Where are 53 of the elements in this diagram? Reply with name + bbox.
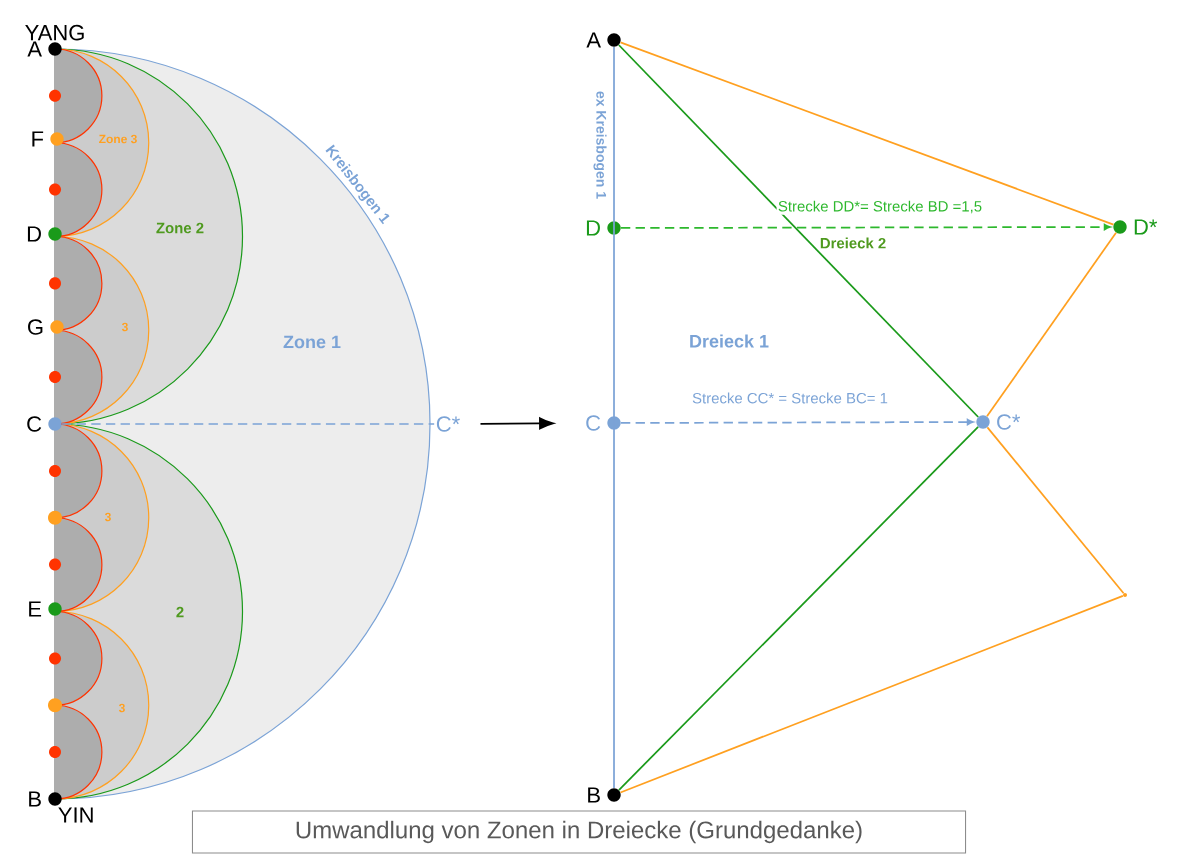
arrow [620,223,1111,231]
node-label: A [27,41,42,57]
labeled-point: D* [1113,219,1158,235]
node-label: E [29,601,42,617]
node-label: D* [1134,219,1158,235]
zone-label: Dreieck 1 [690,334,769,348]
caption-box: Umwandlung von Zonen in Dreiecke (Grundgedanke) [191,810,967,854]
point-label: C* [436,416,460,432]
node-label: YIN [58,807,93,823]
labeled-point: F [32,131,64,147]
node-label: D [586,220,600,236]
zone-label: Zone 2 [156,222,204,234]
node-label: C* [997,414,1021,430]
node-label: G [28,319,43,335]
zone-label: 2 [176,606,184,618]
labeled-point: D [27,226,62,242]
edge-label: ex Kreisbogen 1 [592,89,608,201]
labeled-point: C [27,416,62,432]
labeled-point: G [28,319,64,335]
zone-label: 3 [104,512,111,522]
arrow [479,417,554,430]
zone-label: Zone 1 [283,335,341,349]
zone-label: 3 [121,322,128,332]
labeled-point: B [588,787,621,803]
node-label: B [29,791,41,807]
line [618,426,979,791]
node-label: D [27,226,41,242]
edge-label: Strecke DD*= Strecke BD =1,5 [776,199,984,215]
labeled-point: D [586,220,621,236]
line [619,41,1115,226]
zone-label: Dreieck 2 [820,237,886,249]
node-label: B [588,787,600,803]
node-label: C [586,415,601,431]
labeled-point: YANG A [25,24,84,57]
node-label: C [27,416,42,432]
zone-label: 3 [118,703,125,713]
line [986,426,1125,595]
edge-label: Strecke CC* = Strecke BC= 1 [690,391,890,405]
node-label: A [586,32,601,48]
labeled-point: B YIN [29,791,93,823]
line [613,46,615,789]
labeled-point: C [586,415,621,431]
line [617,44,980,418]
node-label: F [32,131,44,147]
corner-point [1123,593,1127,597]
zone-label: Zone 3 [99,134,137,144]
labeled-point: A [586,32,621,48]
arrow [620,418,974,426]
labeled-point: C* [976,414,1021,430]
line [986,231,1117,418]
line [619,594,1124,794]
node-label: YANG [25,24,84,41]
labeled-point: E [29,601,62,617]
